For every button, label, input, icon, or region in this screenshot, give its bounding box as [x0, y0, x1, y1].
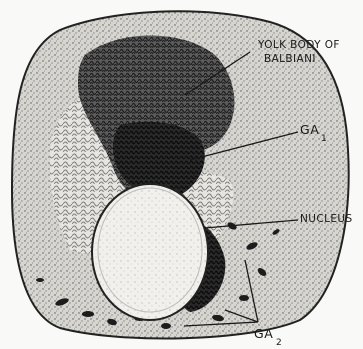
label-ga2-subscript: 2 [276, 338, 282, 348]
nucleus [92, 184, 208, 320]
label-nucleus: NUCLEUS [300, 213, 353, 225]
label-yolk-body-line1: YOLK BODY OF [257, 39, 340, 51]
label-ga1-subscript: 1 [321, 134, 327, 144]
label-ga2: GA [254, 326, 273, 341]
label-yolk-body-line2: BALBIANI [264, 53, 316, 65]
label-ga1: GA [300, 122, 319, 137]
